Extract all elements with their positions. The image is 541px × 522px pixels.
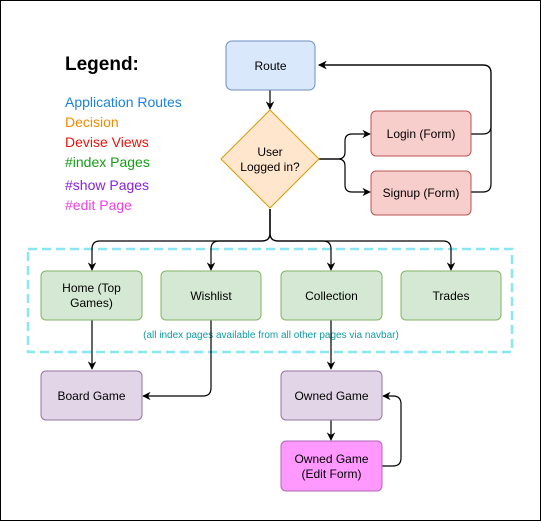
edges <box>87 60 492 467</box>
edge-decision-to-signup <box>319 158 371 197</box>
node-route: Route <box>225 40 316 91</box>
edge-decision-to-collection <box>269 209 336 271</box>
node-login-label: Login (Form) <box>387 127 456 141</box>
node-route-label: Route <box>254 59 286 73</box>
node-home-line-2: Games) <box>70 296 113 310</box>
node-owned-game-edit: Owned Game (Edit Form) <box>280 440 383 492</box>
edge-decision-to-wishlist <box>206 209 271 271</box>
edge-signup-to-route <box>318 60 492 193</box>
legend-item-show-pages: #show Pages <box>65 177 149 193</box>
edge-edit-to-owned-game <box>382 391 402 467</box>
node-signup: Signup (Form) <box>370 170 472 216</box>
index-pages-group <box>26 247 514 354</box>
node-owned-game-label: Owned Game <box>294 389 368 403</box>
node-wishlist-label: Wishlist <box>190 289 232 303</box>
legend-item-application-routes: Application Routes <box>65 94 182 110</box>
edge-decision-to-login <box>319 129 371 160</box>
node-owned-game: Owned Game <box>280 370 383 421</box>
node-wishlist: Wishlist <box>160 270 262 321</box>
node-home: Home (Top Games) <box>40 270 143 321</box>
legend-item-decision: Decision <box>65 114 119 130</box>
node-decision-line-1: User <box>257 145 282 159</box>
node-trades: Trades <box>400 270 502 321</box>
legend-title: Legend: <box>65 54 139 75</box>
legend-item-index-pages: #index Pages <box>65 154 150 170</box>
node-collection: Collection <box>280 270 383 321</box>
node-board-game: Board Game <box>40 370 143 421</box>
node-owned-game-edit-line-2: (Edit Form) <box>302 467 362 481</box>
edge-wishlist-to-board-game <box>142 320 212 401</box>
node-login: Login (Form) <box>370 110 472 157</box>
legend: Legend: Application Routes Decision Devi… <box>65 54 182 213</box>
edge-decision-to-home <box>87 209 271 271</box>
edge-decision-to-trades <box>269 209 456 271</box>
node-owned-game-edit-line-1: Owned Game <box>294 452 368 466</box>
node-home-line-1: Home (Top <box>62 281 121 295</box>
node-board-game-label: Board Game <box>57 389 125 403</box>
legend-item-edit-page: #edit Page <box>65 197 132 213</box>
index-pages-caption: (all index pages available from all othe… <box>143 330 399 341</box>
node-signup-label: Signup (Form) <box>383 186 460 200</box>
node-decision-line-2: Logged in? <box>240 160 300 174</box>
node-trades-label: Trades <box>433 289 470 303</box>
node-collection-label: Collection <box>305 289 358 303</box>
node-decision: User Logged in? <box>220 109 320 209</box>
legend-item-devise-views: Devise Views <box>65 134 149 150</box>
